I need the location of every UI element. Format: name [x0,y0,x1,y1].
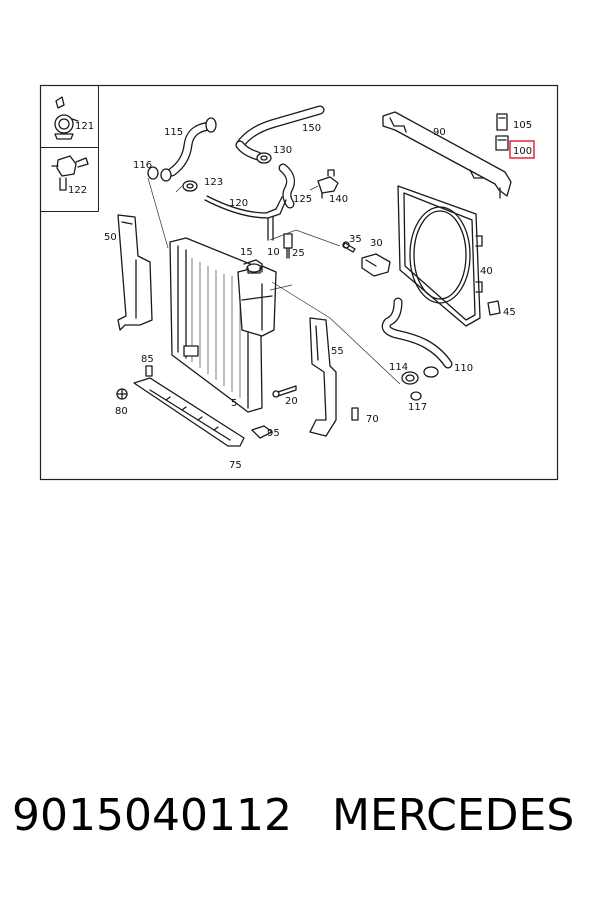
callout-75: 75 [229,460,242,471]
callout-45: 45 [503,307,516,318]
callout-80: 80 [115,406,128,417]
pipe-120[interactable] [204,195,287,241]
callout-130: 130 [273,145,292,156]
callout-30: 30 [370,238,383,249]
callout-90: 90 [433,127,446,138]
connector-30[interactable] [361,253,391,277]
bracket-50[interactable] [117,214,153,331]
valve-140[interactable] [317,169,339,199]
callout-115: 115 [164,127,183,138]
clip-70[interactable] [351,407,359,421]
hose-115[interactable] [167,117,217,177]
bracket-90[interactable] [382,111,512,199]
screw-20[interactable] [272,385,297,398]
callout-25: 25 [292,248,305,259]
clamp-117[interactable] [410,391,422,401]
callout-5: 5 [231,398,237,409]
callout-10: 10 [267,247,280,258]
callout-85: 85 [141,354,154,365]
connector-122[interactable] [51,155,89,191]
plug-95[interactable] [251,425,273,439]
callout-110: 110 [454,363,473,374]
callout-121: 121 [75,121,94,132]
screw-35[interactable] [342,241,356,253]
footer: 9015040112 MERCEDES [0,790,600,870]
callout-122: 122 [68,185,87,196]
clip-105[interactable] [496,113,508,131]
clamp-123[interactable] [182,180,198,192]
hose-150[interactable] [235,105,325,161]
callout-140: 140 [329,194,348,205]
fan-shroud-40[interactable] [397,185,483,327]
callout-15: 15 [240,247,253,258]
callout-150: 150 [302,123,321,134]
callout-114: 114 [389,362,408,373]
callout-40: 40 [480,266,493,277]
bolt-80[interactable] [116,388,128,400]
hose-clamp-121[interactable] [54,96,79,140]
callout-35: 35 [349,234,362,245]
callout-95: 95 [267,428,280,439]
callout-125: 125 [293,194,312,205]
brand-name: MERCEDES [332,790,575,841]
callout-117: 117 [408,402,427,413]
callout-120: 120 [229,198,248,209]
clamp-130[interactable] [256,152,272,164]
clamp-116[interactable] [147,166,172,182]
clip-100[interactable] [495,135,509,151]
clip-85[interactable] [145,365,153,377]
clip-45[interactable] [487,300,501,316]
hose-110[interactable] [381,297,453,378]
cap-10[interactable] [246,263,262,274]
callout-50: 50 [104,232,117,243]
sensor-25[interactable] [283,233,293,259]
air-guide-75[interactable] [133,377,245,447]
callout-20: 20 [285,396,298,407]
callout-100[interactable]: 100 [513,146,532,157]
callout-55: 55 [331,346,344,357]
callout-116: 116 [133,160,152,171]
bracket-55[interactable] [309,317,337,437]
clamp-114[interactable] [401,371,419,385]
expansion-tank-15[interactable] [237,259,277,337]
parts-diagram: 121 122 115 116 123 150 130 125 140 120 … [39,84,559,481]
callout-123: 123 [204,177,223,188]
callout-105: 105 [513,120,532,131]
part-number: 9015040112 [12,790,292,841]
leader-lines [147,177,401,385]
callout-100-highlight-box [509,140,535,159]
callout-70: 70 [366,414,379,425]
hose-125[interactable] [278,163,296,209]
